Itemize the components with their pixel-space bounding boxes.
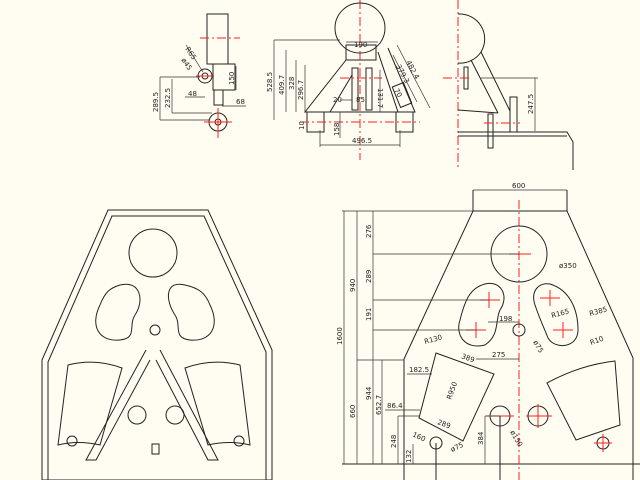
dim-label: 158 [333,123,341,136]
dim-label: 150 [228,72,236,85]
dim-label: 289.5 [152,92,160,112]
plate-outline-view [41,209,273,480]
dim-label: 289 [365,270,373,283]
dim-label: 198 [499,315,512,323]
dim-label: 275 [492,351,505,359]
dim-label: R130 [423,333,443,345]
dim-label: 20 [333,96,342,104]
dim-label: 409.7 [278,75,286,95]
dim-label: 276 [365,224,373,238]
dim-label: ø75 [449,441,464,454]
dim-label: 1600 [336,327,344,345]
dim-label: ø150 [508,429,524,448]
front-view: 528.5 409.7 328 296.7 190 20 85 131.7 48… [266,0,431,160]
dim-label: 296.7 [297,80,305,100]
dim-label: 384 [477,431,485,445]
right-view: 247.5 [443,0,574,170]
dim-label: 232.5 [164,88,172,108]
dim-label: 660 [349,405,357,418]
dim-label: 86.4 [387,402,403,410]
dim-label: 190 [354,41,367,49]
dim-label: 182.5 [409,366,429,374]
dim-label: 944 [365,386,373,400]
dim-label: 132 [405,450,413,463]
dim-label: 600 [512,182,525,190]
dim-label: 247.5 [527,94,535,114]
dim-label: 70 [392,87,403,99]
dim-label: 160 [411,431,427,444]
dim-label: 191 [365,308,373,321]
dim-label: 328 [288,77,296,90]
dim-label: 85 [356,96,365,104]
dim-label: R385 [588,305,608,317]
dim-label: 10 [298,121,306,130]
plate-detail-view: 600 1600 940 276 289 191 660 944 652.7 2… [336,182,640,480]
dim-label: 528.5 [266,72,274,92]
dim-label: R10 [589,335,605,347]
dim-label: ø350 [559,262,577,270]
dim-label: 652.7 [375,395,383,415]
dim-label: R950 [445,381,459,401]
dim-label: 131.7 [376,88,384,108]
dim-label: 248 [390,435,398,448]
dim-label: R165 [550,307,570,319]
dim-label: 496.5 [352,137,372,145]
side-view: R65 ø45 289.5 232.5 48 150 68 [152,13,246,138]
dim-label: 68 [236,98,245,106]
dim-label: 48 [188,90,197,98]
dim-label: ø75 [531,339,545,354]
dim-label: 940 [349,279,357,292]
